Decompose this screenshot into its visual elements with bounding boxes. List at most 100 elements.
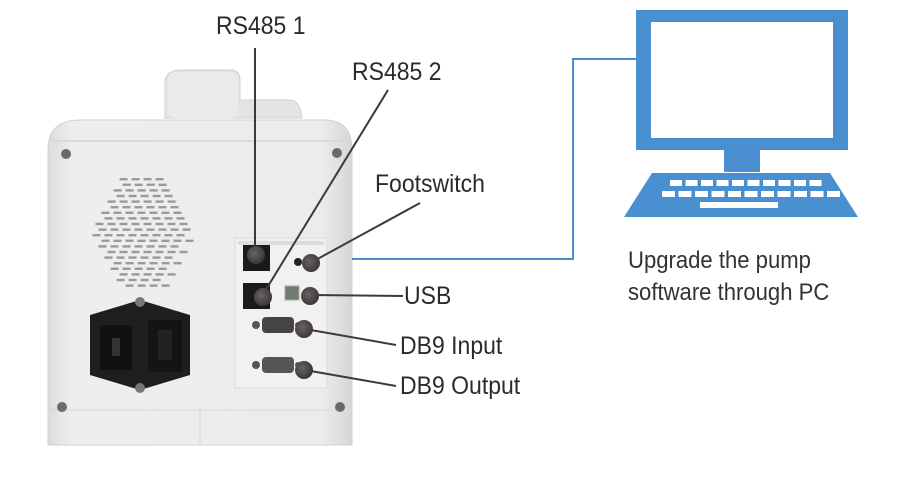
grille-slot <box>128 256 137 259</box>
label-rs485-2: RS485 2 <box>352 58 442 86</box>
grille-slot <box>158 228 167 231</box>
grille-slot <box>131 250 140 254</box>
grille-slot <box>140 217 149 220</box>
grille-slot <box>176 234 185 237</box>
grille-slot <box>137 239 146 242</box>
leader-footswitch <box>311 202 421 263</box>
grille-slot <box>182 228 191 231</box>
grille-slot <box>122 183 131 186</box>
grille-slot <box>122 267 131 270</box>
grille-slot <box>134 206 143 209</box>
grille-slot <box>167 250 176 254</box>
callout-dot <box>295 361 313 379</box>
grille-slot <box>173 262 182 265</box>
pc-caption-line-2: software through PC <box>628 279 830 306</box>
grille-slot <box>164 194 173 198</box>
leader-rs485-2 <box>261 89 389 297</box>
grille-slot <box>149 284 158 287</box>
grille-slot <box>152 234 161 237</box>
grille-slot <box>131 273 140 276</box>
power-inlet <box>90 297 190 393</box>
screw-icon <box>335 402 345 412</box>
keyboard-key <box>794 191 807 197</box>
grille-slot <box>164 217 173 220</box>
keyboard-key <box>732 180 744 186</box>
callout-dots <box>247 246 320 379</box>
grille-slot <box>98 245 107 248</box>
grille-slot <box>128 194 137 198</box>
grille-slot <box>110 245 119 248</box>
grille-slot <box>179 250 188 254</box>
grille-slot <box>131 200 140 203</box>
grille-slot <box>152 194 161 198</box>
keyboard-key <box>794 180 806 186</box>
grille-slot <box>122 206 131 209</box>
grille-slot <box>179 222 188 226</box>
grille-slot <box>128 234 137 237</box>
grille-slot <box>116 194 125 198</box>
grille-slot <box>143 250 152 254</box>
grille-slot <box>128 217 137 220</box>
grille-slot <box>185 239 194 242</box>
grille-slot <box>125 284 134 287</box>
grille-slot <box>113 211 122 214</box>
keyboard-key <box>810 191 824 197</box>
grille-slot <box>161 211 170 214</box>
grille-slot <box>152 278 161 282</box>
grille-slot <box>119 200 128 203</box>
keyboard-key <box>685 180 698 186</box>
usb-to-pc-connection <box>352 58 638 260</box>
callout-dot <box>295 320 313 338</box>
grille-slot <box>122 228 131 231</box>
grille-slot <box>113 239 122 242</box>
grille-slot <box>155 250 164 254</box>
grille-slot <box>155 222 164 226</box>
grille-slot <box>101 211 110 214</box>
keyboard-key <box>778 180 791 186</box>
keyboard-key <box>678 191 692 197</box>
grille-slot <box>170 206 179 209</box>
grille-slot <box>143 200 152 203</box>
grille-slot <box>119 178 128 181</box>
keyboard-key <box>711 191 725 197</box>
usb-port <box>284 285 300 301</box>
grille-slot <box>155 273 164 276</box>
grille-slot <box>140 278 149 282</box>
grille-slot <box>146 267 155 270</box>
callout-dot <box>302 254 320 272</box>
grille-slot <box>149 211 158 214</box>
grille-slot <box>152 217 161 220</box>
grille-slot <box>128 278 137 282</box>
grille-slot <box>152 256 161 259</box>
grille-slot <box>143 178 152 181</box>
grille-slot <box>170 228 179 231</box>
grille-slot <box>110 206 119 209</box>
grille-slot <box>161 284 170 287</box>
grille-slot <box>137 284 146 287</box>
grille-slot <box>161 262 170 265</box>
grille-slot <box>161 239 170 242</box>
grille-slot <box>146 183 155 186</box>
leader-lines <box>254 48 421 387</box>
grille-slot <box>101 239 110 242</box>
grille-slot <box>170 245 179 248</box>
grille-slot <box>137 189 146 192</box>
grille-slot <box>116 234 125 237</box>
grille-slot <box>134 228 143 231</box>
grille-slot <box>98 228 107 231</box>
computer-icon <box>624 10 858 217</box>
grille-slot <box>161 189 170 192</box>
keyboard-key <box>670 180 682 186</box>
leader-db9-input <box>304 328 397 346</box>
grille-slot <box>110 267 119 270</box>
grille-slot <box>116 256 125 259</box>
grille-slot <box>137 262 146 265</box>
grille-slot <box>149 239 158 242</box>
grille-slot <box>116 217 125 220</box>
grille-slot <box>140 256 149 259</box>
grille-slot <box>146 206 155 209</box>
grille-slot <box>164 256 173 259</box>
grille-slot <box>134 267 143 270</box>
grille-slot <box>125 211 134 214</box>
